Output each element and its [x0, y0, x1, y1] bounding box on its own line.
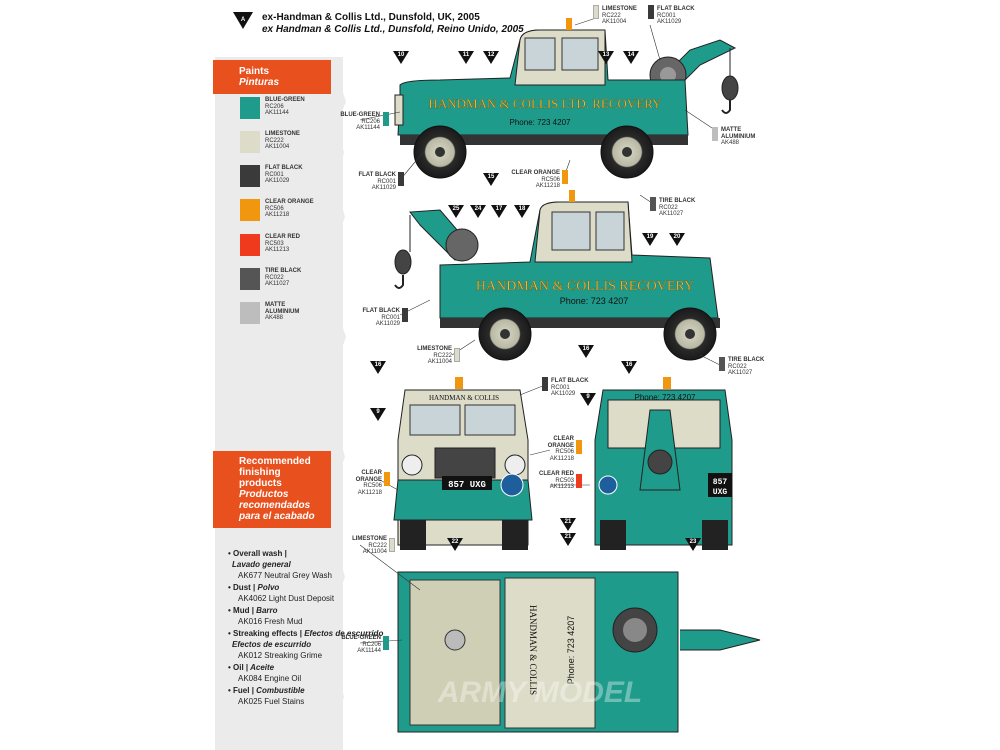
svg-text:HANDMAN & COLLIS: HANDMAN & COLLIS	[528, 605, 538, 695]
finish-heading-es-3: para el acabado	[239, 511, 315, 522]
finish-heading-1: Recommended	[239, 456, 311, 467]
chip-flat-black-3	[402, 308, 408, 322]
chip-clear-orange	[562, 170, 568, 184]
chip-clear-orange-3	[576, 440, 582, 454]
paint-swatch	[240, 234, 260, 256]
svg-text:Phone: 723 4207: Phone: 723 4207	[510, 118, 571, 127]
chip-limestone-2	[454, 348, 460, 362]
paints-heading-es: Pinturas	[239, 77, 280, 88]
svg-text:Phone: 723 4207: Phone: 723 4207	[566, 616, 576, 685]
side-view-left: HANDMAN & COLLIS LTD. RECOVERY Phone: 72…	[394, 18, 739, 179]
chip-flat-black-2	[398, 172, 404, 186]
svg-text:Phone: 723 4207: Phone: 723 4207	[560, 296, 629, 306]
finish-heading-3: products	[239, 478, 282, 489]
scheme-title: ex-Handman & Collis Ltd., Dunsfold, UK, …	[262, 12, 524, 36]
scheme-badge: A	[233, 12, 253, 29]
svg-text:UXG: UXG	[713, 488, 728, 497]
chip-tire-black	[650, 197, 656, 211]
paint-swatch	[240, 199, 260, 221]
paint-swatch	[240, 97, 260, 119]
torn-edge	[320, 57, 346, 750]
finish-heading-2: finishing	[239, 467, 281, 478]
svg-text:857 UXG: 857 UXG	[448, 480, 486, 490]
paints-banner: Paints Pinturas	[213, 60, 331, 94]
chip-flat-black-4	[542, 377, 548, 391]
chip-flat-black	[648, 5, 654, 19]
finishing-banner: Recommended finishing products Productos…	[213, 451, 331, 528]
svg-text:857: 857	[713, 478, 728, 487]
rear-view: Phone: 723 4207 857 UXG	[594, 377, 733, 550]
paint-swatch	[240, 302, 260, 324]
chip-clear-orange-2	[384, 472, 390, 486]
top-view: HANDMAN & COLLIS Phone: 723 4207 ARMY MO…	[397, 571, 761, 733]
paints-heading: Paints	[239, 66, 270, 77]
chip-clear-red	[576, 474, 582, 488]
paint-swatch	[240, 131, 260, 153]
chip-blue-green-2	[383, 636, 389, 650]
watermark: ARMY MODEL	[437, 676, 642, 709]
chip-blue-green	[383, 112, 389, 126]
paint-swatch	[240, 268, 260, 290]
chip-tire-black-2	[719, 357, 725, 371]
svg-text:Phone: 723 4207: Phone: 723 4207	[635, 393, 696, 402]
paint-swatch	[240, 165, 260, 187]
svg-text:HANDMAN & COLLIS LTD. RECOVERY: HANDMAN & COLLIS LTD. RECOVERY	[428, 96, 662, 111]
chip-matte-aluminium	[712, 127, 718, 141]
side-view-right: HANDMAN & COLLIS RECOVERY Phone: 723 420…	[394, 190, 720, 361]
front-view: 857 UXG HANDMAN & COLLIS	[393, 377, 533, 550]
chip-limestone	[593, 5, 599, 19]
title-english: ex-Handman & Collis Ltd., Dunsfold, UK, …	[262, 12, 480, 23]
svg-text:HANDMAN & COLLIS: HANDMAN & COLLIS	[429, 394, 499, 402]
chip-limestone-3	[389, 538, 395, 552]
svg-text:HANDMAN & COLLIS RECOVERY: HANDMAN & COLLIS RECOVERY	[476, 279, 694, 294]
svg-text:A: A	[241, 17, 246, 23]
title-spanish: ex Handman & Collis Ltd., Dunsfold, Rein…	[262, 24, 524, 35]
finish-heading-es-1: Productos	[239, 489, 289, 500]
finishing-item: • Streaking effects | Efectos de escurri…	[228, 629, 384, 660]
finish-heading-es-2: recomendados	[239, 500, 311, 511]
